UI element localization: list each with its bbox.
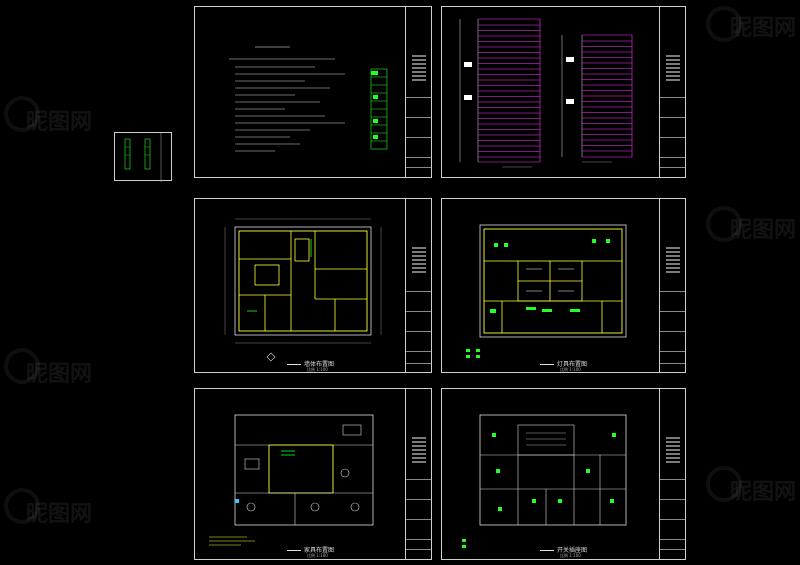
legend-table [370,68,388,150]
plan-scale: 比例 1:100 [307,367,328,372]
sheet-material-table [441,6,686,178]
watermark-logo-icon [4,348,40,384]
sheet-design-notes [194,6,432,178]
watermark-logo-icon [706,206,742,242]
plan-title: 家具布置图 [287,545,334,554]
thumbnail-sheet [114,132,172,182]
sheet-socket-plan: 开关插座图 比例 1:100 [441,388,686,560]
sheet-wall-plan: 墙体布置图 比例 1:100 [194,198,432,373]
title-block [405,389,431,559]
plan-title: 墙体布置图 [287,359,334,368]
building-logo-icon [412,247,426,273]
building-logo-icon [412,437,426,463]
watermark-text: 昵图网 [730,16,797,41]
watermark-logo-icon [4,488,40,524]
thumbnail-drawing [124,133,162,182]
title-block [405,199,431,372]
building-logo-icon [666,55,680,81]
building-logo-icon [412,55,426,81]
title-block [659,7,685,177]
watermark-text: 昵图网 [730,218,797,243]
plan-title: 灯具布置图 [540,359,587,368]
notes-text-block [229,46,388,152]
plan-scale: 比例 1:100 [560,553,581,558]
table-left [459,18,541,163]
watermark-logo-icon [706,6,742,42]
watermark-logo-icon [4,96,40,132]
plan-scale: 比例 1:100 [307,553,328,558]
watermark-text: 昵图网 [26,502,93,527]
floor-plan-lighting [466,224,627,358]
watermark-text: 昵图网 [730,480,797,505]
plan-scale: 比例 1:100 [560,367,581,372]
title-block [659,199,685,372]
title-block [659,389,685,559]
building-logo-icon [666,437,680,463]
sheet-furniture-plan: 家具布置图 比例 1:100 [194,388,432,560]
sheet-lighting-plan: 灯具布置图 比例 1:100 [441,198,686,373]
floor-plan-walls [224,218,382,362]
building-logo-icon [666,247,680,273]
floor-plan-furniture [209,414,374,546]
watermark-text: 昵图网 [26,362,93,387]
material-table-drawing [459,18,633,168]
floor-plan-sockets [462,414,627,548]
plan-title: 开关插座图 [540,545,587,554]
watermark-logo-icon [706,466,742,502]
title-block [405,7,431,177]
watermark-text: 昵图网 [26,110,93,135]
